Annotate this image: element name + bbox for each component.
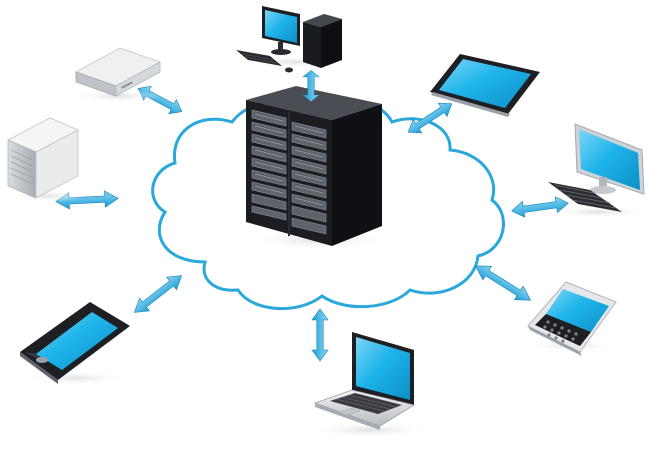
monitor-keyboard-icon bbox=[548, 123, 646, 218]
arrow-desktop-computer bbox=[302, 70, 320, 102]
arrow-smartphone bbox=[129, 268, 187, 320]
blackberry-phone-icon bbox=[527, 281, 617, 356]
server-rack-icon bbox=[246, 86, 388, 250]
tower-server bbox=[6, 117, 86, 202]
smartphone-icon bbox=[20, 302, 130, 385]
network-appliance bbox=[72, 47, 164, 102]
desktop-computer-icon bbox=[236, 6, 347, 73]
smartphone-keyboard bbox=[527, 281, 617, 356]
laptop bbox=[310, 332, 430, 438]
server-rack bbox=[246, 86, 388, 250]
laptop-icon bbox=[310, 332, 430, 438]
monitor-keyboard bbox=[548, 123, 646, 218]
tablet bbox=[430, 54, 540, 117]
network-appliance-icon bbox=[72, 47, 164, 102]
desktop-computer bbox=[236, 6, 347, 73]
tablet-icon bbox=[430, 54, 540, 117]
smartphone bbox=[20, 302, 130, 385]
tower-server-icon bbox=[6, 117, 86, 202]
arrow-smartphone-keyboard bbox=[470, 258, 536, 308]
arrow-laptop bbox=[311, 308, 329, 362]
